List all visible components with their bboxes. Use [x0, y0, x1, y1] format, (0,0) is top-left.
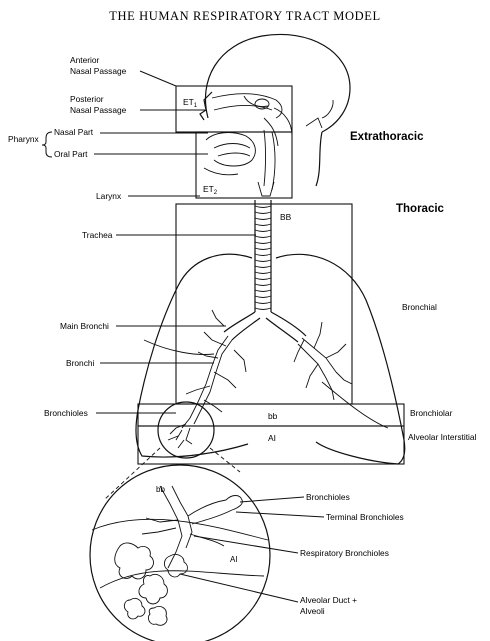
inset-bb-label: bb: [156, 485, 165, 494]
bb-lower-label: bb: [268, 411, 278, 421]
extrathoracic-label: Extrathoracic: [350, 131, 424, 143]
trachea-ring: [255, 272, 271, 274]
trachea-ring: [255, 230, 271, 232]
respiratory-bronchioles-label: Respiratory Bronchioles: [300, 548, 389, 558]
pharynx-brace: [42, 132, 52, 157]
trachea-ring: [255, 308, 271, 310]
ai-box: [138, 426, 404, 464]
diagram-title: THE HUMAN RESPIRATORY TRACT MODEL: [109, 9, 380, 23]
trachea-ring: [255, 296, 271, 298]
main-bronchi-label: Main Bronchi: [60, 321, 109, 331]
anterior-nasal-label-1: Anterior: [70, 55, 100, 65]
bb-upper-label: BB: [280, 212, 292, 222]
trachea-ring: [255, 266, 271, 268]
posterior-nasal-label-1: Posterior: [70, 94, 104, 104]
anterior-nasal-label-2: Nasal Passage: [70, 66, 127, 76]
bb-upper-box: [176, 204, 352, 404]
trachea-ring: [255, 218, 271, 220]
posterior-nasal-label-2: Nasal Passage: [70, 105, 127, 115]
trachea-ring: [255, 290, 271, 292]
trachea-tube: [255, 200, 271, 312]
trachea-ring: [255, 260, 271, 262]
trachea-ring: [255, 206, 271, 208]
inset-circle-group: [90, 465, 270, 641]
bronchi-label: Bronchi: [66, 358, 95, 368]
main-bronchi: [224, 312, 306, 342]
trachea-ring: [255, 212, 271, 214]
trachea-ring: [255, 224, 271, 226]
pharynx-label: Pharynx: [8, 134, 40, 144]
et2-label: ET2: [203, 184, 218, 196]
larynx-label: Larynx: [96, 191, 122, 201]
trachea-label: Trachea: [82, 230, 113, 240]
trachea-ring: [255, 236, 271, 238]
inset-bronchioles-label: Bronchioles: [306, 492, 350, 502]
larynx-shape: [258, 182, 274, 196]
oral-cavity: [204, 130, 275, 190]
nasal-cavity: [212, 94, 292, 146]
inset-circle: [90, 465, 270, 641]
nasal-part-label: Nasal Part: [54, 127, 94, 137]
bronchial-label: Bronchial: [402, 302, 437, 312]
bronchioles-label: Bronchioles: [44, 408, 88, 418]
bronchiolar-label: Bronchiolar: [410, 408, 453, 418]
terminal-bronchioles-label: Terminal Bronchioles: [326, 512, 404, 522]
trachea-ring: [255, 242, 271, 244]
alveolar-duct-label-1: Alveolar Duct +: [300, 595, 357, 605]
left-lung: [136, 254, 252, 457]
et1-label: ET1: [183, 97, 198, 109]
left-bronchial-tree: [168, 310, 246, 448]
oral-part-label: Oral Part: [54, 149, 88, 159]
trachea-ring: [255, 248, 271, 250]
thoracic-label: Thoracic: [396, 203, 445, 215]
et1-box: [176, 86, 292, 132]
zoom-line-left: [104, 448, 160, 500]
trachea-ring: [255, 284, 271, 286]
inset-ai-label: AI: [230, 555, 238, 564]
alveolar-interstitial-label: Alveolar Interstitial: [408, 432, 477, 442]
alveolar-duct-label-2: Alveoli: [300, 606, 325, 616]
trachea-ring: [255, 254, 271, 256]
trachea-ring: [255, 278, 271, 280]
ai-label: AI: [268, 433, 276, 443]
trachea-ring: [255, 302, 271, 304]
magnifier-circle: [158, 402, 214, 458]
